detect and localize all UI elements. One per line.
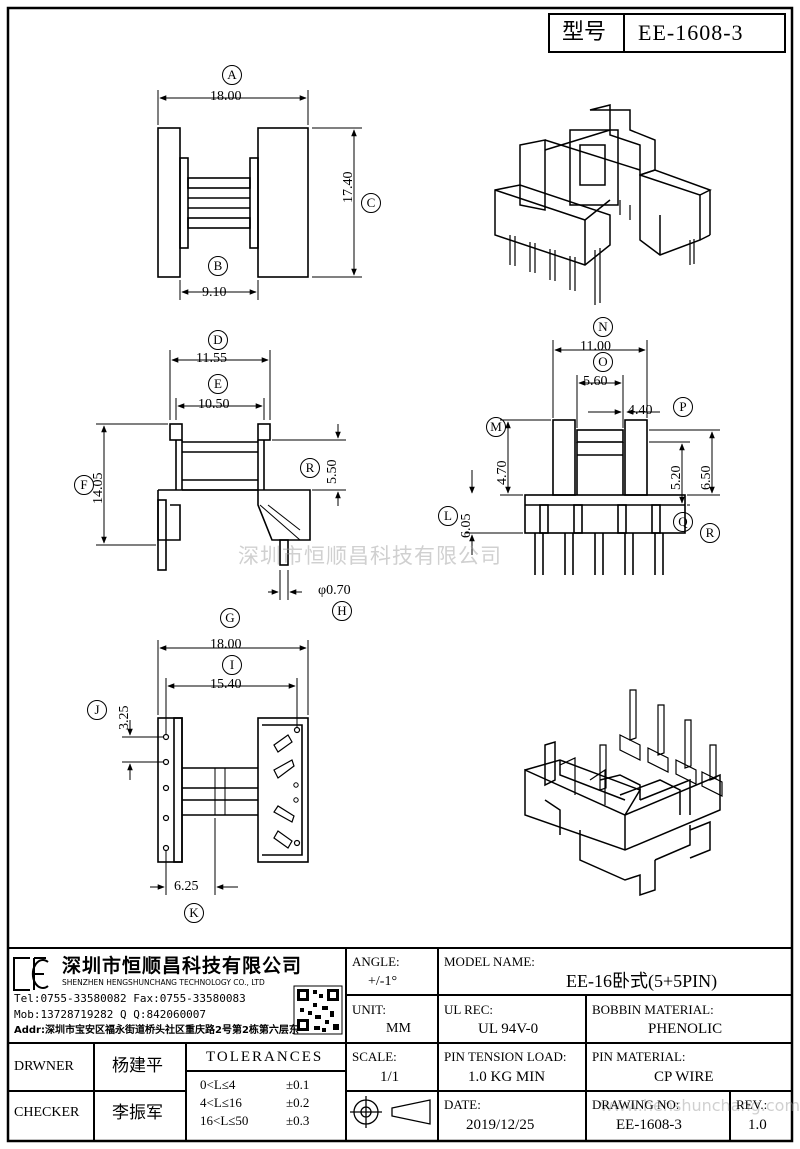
dim-i-value: 15.40 xyxy=(210,677,242,692)
dim-l-value: 6.05 xyxy=(459,513,474,539)
dimension-letter-a: A xyxy=(222,65,242,85)
dim-g-value: 18.00 xyxy=(210,637,242,652)
date-label: DATE: xyxy=(444,1097,481,1112)
isometric-view-bottom xyxy=(524,689,723,897)
dimension-letter-c: C xyxy=(361,193,381,213)
drawing-no-label: DRAWING NO: xyxy=(592,1097,680,1112)
dim-r-value: 5.50 xyxy=(325,459,340,485)
tolerance-value: ±0.3 xyxy=(286,1113,310,1128)
projection-symbol-icon xyxy=(350,1096,431,1128)
company-address: Addr:深圳市宝安区福永街道桥头社区重庆路2号第2栋第六层东 xyxy=(14,1025,299,1036)
angle-label: ANGLE: xyxy=(352,954,400,969)
bottom-view xyxy=(122,640,309,895)
dim-a-value: 18.00 xyxy=(210,89,242,104)
side-view xyxy=(465,340,720,575)
dim-d-value: 11.55 xyxy=(196,351,227,366)
dimension-letter-r: R xyxy=(300,458,320,478)
dim-n-value: 11.00 xyxy=(580,339,611,354)
top-view xyxy=(157,90,362,300)
dim-h-value: φ0.70 xyxy=(318,583,351,598)
title-block-grid xyxy=(8,947,792,1141)
dimension-letter-k: K xyxy=(184,903,204,923)
pin-tension-value: 1.0 KG MIN xyxy=(468,1069,546,1085)
dimension-letter-r: R xyxy=(700,523,720,543)
drawing-no-value: EE-1608-3 xyxy=(616,1117,682,1133)
dimension-letter-q: Q xyxy=(673,512,693,532)
dimension-letter-f: F xyxy=(74,475,94,495)
header-model-number: EE-1608-3 xyxy=(638,20,744,45)
company-logo-icon xyxy=(13,957,49,991)
unit-label: UNIT: xyxy=(352,1002,387,1017)
dim-j-value: 3.25 xyxy=(117,705,132,731)
tolerance-value: ±0.2 xyxy=(286,1095,310,1110)
model-name-label: MODEL NAME: xyxy=(444,954,535,969)
drawner-label: DRWNER xyxy=(14,1059,74,1074)
dim-e-value: 10.50 xyxy=(198,397,230,412)
qr-code-icon xyxy=(293,985,343,1035)
watermark-url: www.henshunchang.com xyxy=(600,1096,800,1115)
bobbin-material-value: PHENOLIC xyxy=(648,1021,723,1037)
dim-p-value: 4.40 xyxy=(628,403,653,418)
dim-m-value: 4.70 xyxy=(495,460,510,486)
tolerance-range: 0<L≤4 xyxy=(200,1077,236,1092)
rev-value: 1.0 xyxy=(748,1117,767,1133)
dimension-letter-i: I xyxy=(222,655,242,675)
ul-rec-value: UL 94V-0 xyxy=(478,1021,539,1037)
dim-b-value: 9.10 xyxy=(202,285,227,300)
header-type-label: 型号 xyxy=(562,20,607,45)
pin-material-value: CP WIRE xyxy=(654,1069,714,1085)
dimension-letter-l: L xyxy=(438,506,458,526)
front-view xyxy=(96,350,346,600)
watermark-text: 深圳市恒顺昌科技有限公司 xyxy=(238,544,502,568)
company-tel: Tel:0755-33580082 Fax:0755-33580083 xyxy=(14,992,246,1005)
tolerance-range: 4<L≤16 xyxy=(200,1095,242,1110)
sheet-border xyxy=(6,6,794,1143)
date-value: 2019/12/25 xyxy=(466,1117,535,1133)
unit-value: MM xyxy=(386,1021,411,1036)
header-box xyxy=(548,13,786,53)
dimension-letter-e: E xyxy=(208,374,228,394)
dimension-letter-p: P xyxy=(673,397,693,417)
dim-k-value: 6.25 xyxy=(174,879,199,894)
dim-f-value: 14.05 xyxy=(91,472,106,505)
pin-material-label: PIN MATERIAL: xyxy=(592,1049,686,1064)
company-name-cn: 深圳市恒顺昌科技有限公司 xyxy=(62,955,303,977)
rev-label: REV.: xyxy=(736,1097,768,1112)
scale-value: 1/1 xyxy=(380,1069,400,1085)
dimension-letter-d: D xyxy=(208,330,228,350)
dim-c-value: 17.40 xyxy=(341,171,356,204)
pin-tension-label: PIN TENSION LOAD: xyxy=(444,1049,567,1064)
dimension-letter-m: M xyxy=(486,417,506,437)
dimension-letter-n: N xyxy=(593,317,613,337)
dim-r2-value: 6.50 xyxy=(699,465,714,491)
tolerance-value: ±0.1 xyxy=(286,1077,310,1092)
bobbin-material-label: BOBBIN MATERIAL: xyxy=(592,1002,714,1017)
company-name-en: SHENZHEN HENGSHUNCHANG TECHNOLOGY CO., L… xyxy=(62,978,265,987)
drawner-value: 杨建平 xyxy=(112,1056,163,1076)
scale-label: SCALE: xyxy=(352,1049,397,1064)
dimension-letter-o: O xyxy=(593,352,613,372)
dim-o-value: 5.60 xyxy=(583,374,608,389)
tolerance-range: 16<L≤50 xyxy=(200,1113,249,1128)
dimension-letter-j: J xyxy=(87,700,107,720)
dimension-letter-b: B xyxy=(208,256,228,276)
ul-rec-label: UL REC: xyxy=(444,1002,493,1017)
dimension-letter-g: G xyxy=(220,608,240,628)
dimension-letter-h: H xyxy=(332,601,352,621)
angle-value: +/-1° xyxy=(368,974,398,989)
checker-value: 李振军 xyxy=(112,1103,163,1123)
tolerances-label: TOLERANCES xyxy=(206,1049,324,1065)
isometric-view-top xyxy=(494,104,712,305)
model-name-value: EE-16卧式(5+5PIN) xyxy=(566,971,718,991)
company-mob: Mob:13728719282 Q Q:842060007 xyxy=(14,1008,207,1021)
checker-label: CHECKER xyxy=(14,1105,80,1120)
dim-q-value: 5.20 xyxy=(669,465,684,491)
